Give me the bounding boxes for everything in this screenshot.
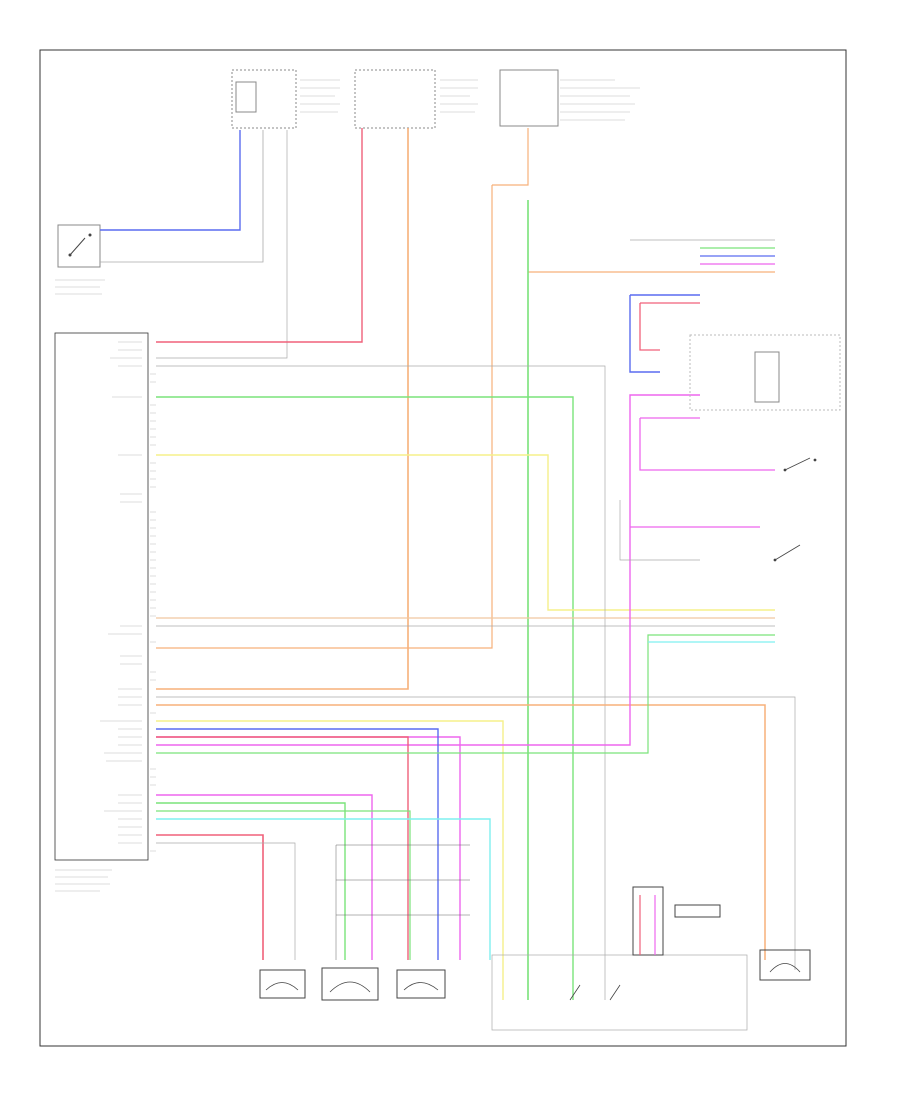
control-module-label [55,869,112,892]
motor-right [759,949,811,981]
wire-blue-h1 [156,728,439,960]
wire-gray-bottom [156,842,296,960]
wire-orange-main [156,128,409,690]
wire-orange-right-sensor [156,704,766,960]
sensor-box-right [754,351,780,403]
wire-magenta-h1 [156,736,461,960]
wire-magenta-bottom [156,794,373,960]
sensor-left-rear [259,969,306,999]
sensor-left-front [396,969,446,999]
zone-right-dashed [689,334,841,411]
module-pin-ticks [150,373,156,852]
wire-red-bottom [156,834,264,960]
wire-yellow-h2 [156,720,504,1000]
wire-yellow-h1 [156,454,775,611]
wire-red-right-v [639,303,660,351]
wire-red-h2 [156,736,409,960]
wire-orange-right-down [156,185,493,649]
control-module-box [54,332,149,861]
wire-cyan-bottom [156,818,491,960]
wire-magenta-right-2 [639,417,775,471]
fuse-box-middle [354,69,478,129]
sensor-right-rear [321,967,379,1001]
abs-actuator-box [491,954,748,1031]
solenoid-block [632,886,721,956]
brake-switch-right [783,457,817,472]
stop-lamp-switch [55,224,105,295]
wire-gray-right [619,500,700,561]
wire-gray-stop-switch [100,130,264,263]
wire-orange-right-fuse [492,128,529,186]
switch-right-2 [773,544,801,562]
wire-green-bottom [156,802,346,960]
wire-magenta-h2 [156,394,700,746]
wire-gray-h2 [156,365,606,1000]
sensor-grid [335,844,470,960]
wire-blue-stop-switch [100,130,241,231]
module-pin-labels [100,341,142,844]
wire-blue-right-v [629,295,660,373]
wire-pink-power [156,128,363,343]
wire-green-h1 [156,396,574,1000]
fuse-box-left [231,69,340,129]
diagram-frame [39,49,847,1047]
wire-green-bottom-2 [156,810,411,960]
wire-gray-module-1 [156,130,288,359]
wire-gray-h4 [156,696,796,970]
wire-green-h2 [156,634,775,754]
fuse-box-right [499,69,640,127]
